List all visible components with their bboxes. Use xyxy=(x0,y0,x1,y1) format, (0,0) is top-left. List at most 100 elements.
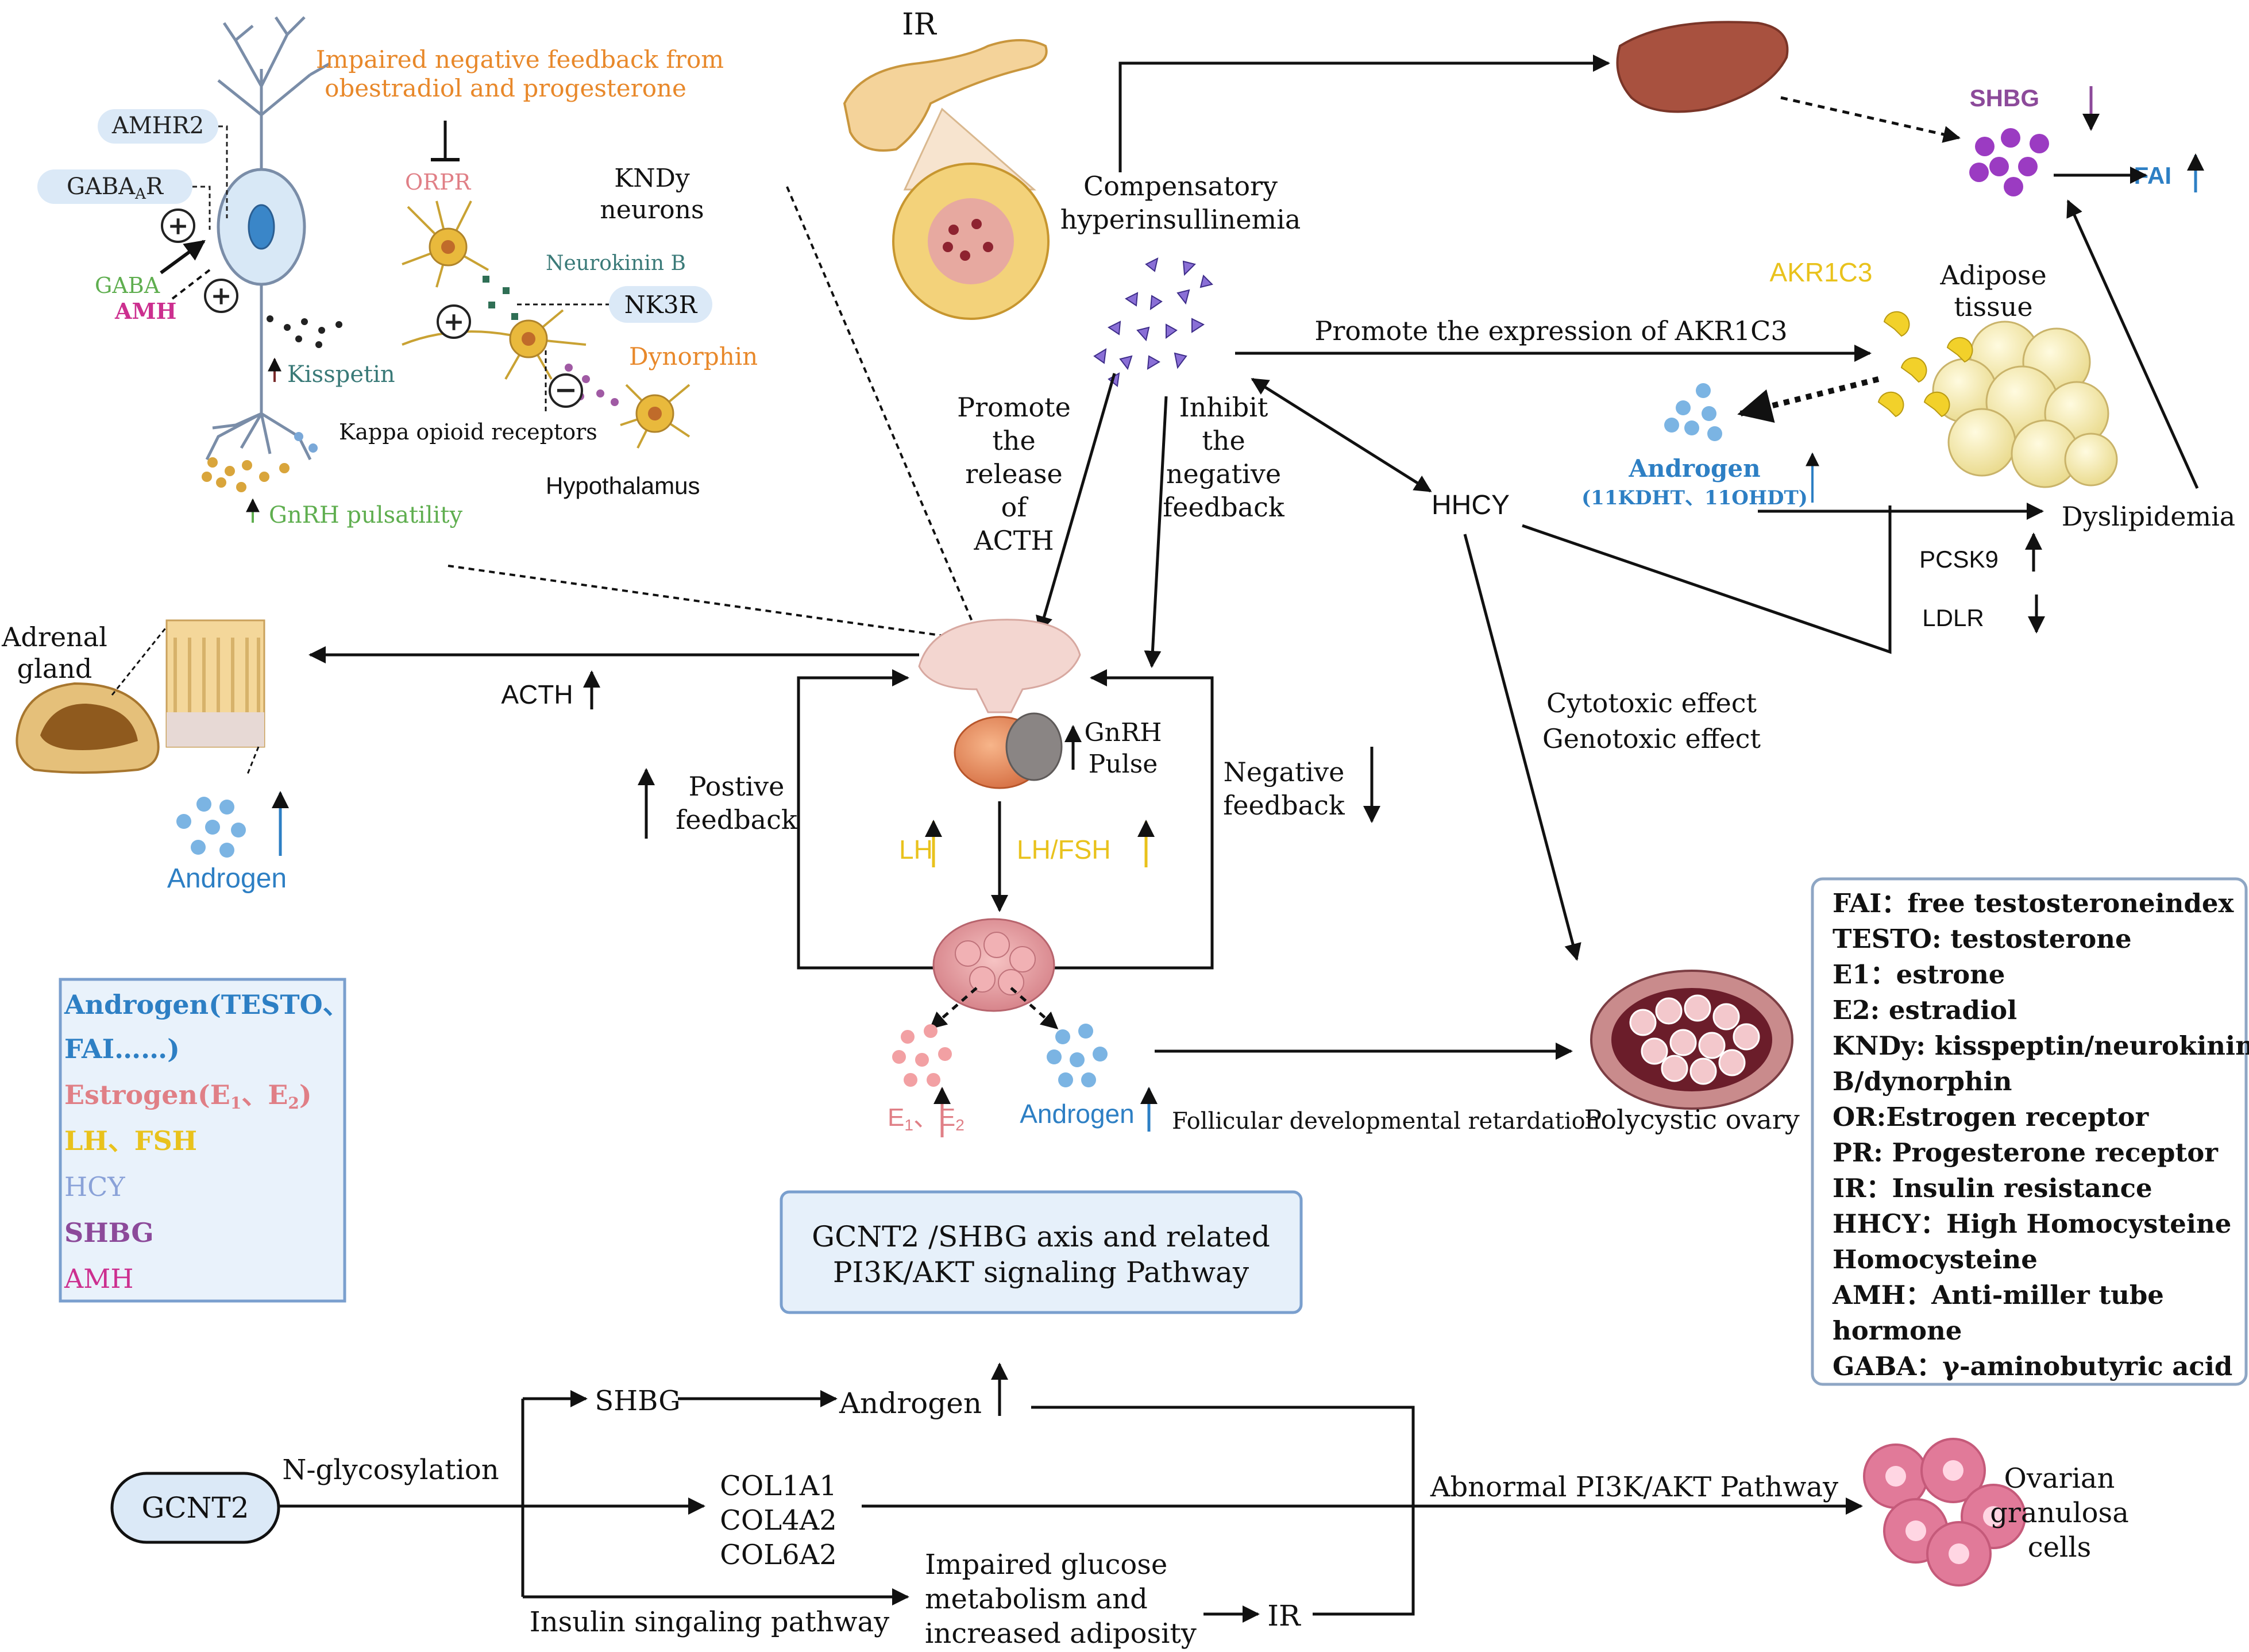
follicular-retardation-label: Follicular developmental retardation xyxy=(1172,1108,1600,1134)
shbg-label: SHBG xyxy=(1970,84,2039,111)
ovary-to-androgen-arrow xyxy=(1010,987,1059,1029)
estrogen-dots xyxy=(892,1024,952,1087)
ovary-to-estrogen-arrow xyxy=(929,987,978,1029)
granulosa-line2: granulosa xyxy=(1990,1497,2129,1529)
insulin-pathway-label: Insulin singaling pathway xyxy=(530,1606,890,1638)
hyperinsulinemia-line2: hyperinsullinemia xyxy=(1060,204,1301,235)
col1a1-label: COL1A1 xyxy=(720,1470,837,1502)
neurokinin-b-label: Neurokinin B xyxy=(546,252,686,275)
promote-acth-line2: the xyxy=(992,425,1035,456)
impaired-feedback-line2: obestradiol and progesterone xyxy=(325,74,686,102)
genotoxic-label: Genotoxic effect xyxy=(1542,723,1761,754)
legend-amh: AMH xyxy=(64,1263,133,1294)
adrenal-zoom-line-2 xyxy=(246,746,260,776)
adipose-androgen-label: Androgen xyxy=(1628,454,1760,483)
pr-label: PR xyxy=(439,169,472,195)
abbr-line-13: hormone xyxy=(1833,1315,1962,1346)
hypothalamus-label: Hypothalamus xyxy=(546,472,700,499)
gcnt2-node-label: GCNT2 xyxy=(141,1491,249,1524)
kndy-label-line1: KNDy xyxy=(614,164,690,193)
impaired-line3: increased adiposity xyxy=(925,1618,1197,1650)
inhibit-feedback-line4: feedback xyxy=(1163,492,1285,523)
polycystic-ovary-label: Polycystic ovary xyxy=(1584,1104,1800,1135)
ir-to-pi3k-line xyxy=(1313,1506,1415,1616)
abbr-line-2: TESTO: testosterone xyxy=(1833,924,2132,954)
amhr2-label: AMHR2 xyxy=(111,113,204,139)
androgen-to-pi3k-line xyxy=(1031,1406,1415,1506)
insulin-to-pituitary-arrow-2 xyxy=(1144,396,1168,668)
hypothalamus-illustration xyxy=(918,619,1081,713)
inhibit-feedback-line1: Inhibit xyxy=(1179,392,1268,423)
legend-androgen-line2: FAI……) xyxy=(64,1033,180,1064)
plus-sign-3: + xyxy=(443,307,465,337)
nk3r-label: NK3R xyxy=(624,291,698,319)
ovary-follicles xyxy=(955,932,1036,995)
liver-to-shbg-dashed-arrow xyxy=(1780,96,1961,143)
plus-circle-2 xyxy=(204,279,238,313)
insulin-triangles xyxy=(1093,257,1213,387)
ldlr-label: LDLR xyxy=(1922,604,1984,631)
acth-label: ACTH xyxy=(501,680,573,709)
abbr-line-9: IR：Insulin resistance xyxy=(1833,1173,2152,1203)
positive-feedback-line2: feedback xyxy=(676,804,798,835)
gcnt2-node xyxy=(110,1472,280,1544)
adrenal-cortex-base xyxy=(167,712,264,747)
gcnt2-title-line1: GCNT2 /SHBG axis and related xyxy=(812,1220,1270,1253)
akr1c3-to-androgen-arrow xyxy=(1737,376,1880,423)
amh-arrow xyxy=(171,269,211,300)
cytotoxic-label: Cytotoxic effect xyxy=(1546,688,1757,719)
plus-circle-3 xyxy=(437,304,471,339)
neuron-nucleus xyxy=(248,204,275,250)
akr1c3-enzymes xyxy=(1877,311,1973,418)
kndy-neuron-center xyxy=(402,309,587,380)
negative-feedback-line2: feedback xyxy=(1223,790,1345,821)
shbg-molecules xyxy=(1969,128,2049,196)
liver-illustration xyxy=(1616,21,1789,113)
lh-label: LH xyxy=(899,835,933,864)
promote-acth-line3: release xyxy=(965,458,1062,489)
pcsk9-label: PCSK9 xyxy=(1919,546,1999,573)
abbreviation-legend: FAI：free testosteroneindex TESTO: testos… xyxy=(1811,877,2249,1386)
adipose-androgen-sub: (11KDHT、11OHDT) xyxy=(1581,487,1808,510)
insulin-to-hhcy-arrow xyxy=(1251,377,1432,493)
gnrh-pulse-line2: Pulse xyxy=(1089,750,1158,779)
guide-line-top xyxy=(786,186,978,632)
promote-akr1c3-label: Promote the expression of AKR1C3 xyxy=(1314,315,1787,346)
abbr-line-7: OR:Estrogen receptor xyxy=(1833,1102,2149,1132)
adrenal-medulla xyxy=(40,704,138,750)
minus-circle xyxy=(549,373,583,408)
bottom-ir-label: IR xyxy=(1267,1599,1301,1632)
abbr-line-3: E1：estrone xyxy=(1833,959,2005,990)
feedback-loop-right xyxy=(1051,669,1214,970)
n-glycosylation-label: N-glycosylation xyxy=(282,1454,499,1486)
islet-core xyxy=(928,198,1014,284)
bottom-shbg-label: SHBG xyxy=(595,1385,680,1417)
gnrh-pulse-line1: GnRH xyxy=(1085,718,1162,747)
neurokinin-dots xyxy=(483,276,518,320)
adrenal-zoom-line-1 xyxy=(111,623,171,696)
inhibit-feedback-line3: negative xyxy=(1166,458,1281,489)
granulosa-cells-illustration xyxy=(1863,1438,2026,1587)
adrenal-androgen-dots xyxy=(176,797,246,858)
dynorphin-label: Dynorphin xyxy=(629,342,758,370)
posterior-pituitary xyxy=(1005,712,1063,781)
pancreas-illustration xyxy=(843,39,1048,152)
pancreas-panel: IR Compensatory hyperinsullinemia xyxy=(843,7,1301,387)
granulosa-line1: Ovarian xyxy=(2004,1462,2115,1495)
adrenal-androgen-label: Androgen xyxy=(167,863,287,894)
bottom-androgen-label: Androgen xyxy=(839,1387,982,1420)
nk3r-pill xyxy=(609,286,712,323)
ovary-panel: E1、E2 Androgen Follicular developmental … xyxy=(888,534,1800,1137)
impaired-line1: Impaired glucose xyxy=(925,1549,1167,1581)
abbr-line-14: GABA：γ-aminobutyric acid xyxy=(1833,1351,2232,1381)
minus-sign: − xyxy=(554,374,577,406)
gcnt2-pathway: GCNT2 N-glycosylation SHBG Androgen COL1… xyxy=(110,1362,2129,1650)
amhr2-pill xyxy=(98,109,218,144)
gnrh-granules xyxy=(202,432,318,492)
abbr-line-1: FAI：free testosteroneindex xyxy=(1833,888,2235,918)
adipose-to-fai-arrow xyxy=(2066,199,2199,489)
col4a2-label: COL4A2 xyxy=(720,1504,837,1537)
adrenal-label-line2: gland xyxy=(17,653,92,684)
gaba-label: GABA xyxy=(95,273,160,298)
or-label: OR xyxy=(405,169,440,195)
